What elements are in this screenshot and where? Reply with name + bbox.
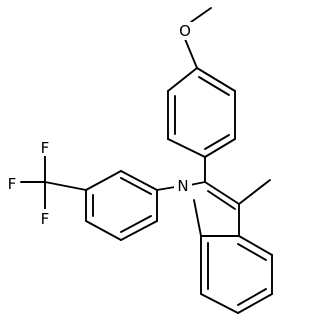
oxygen-label-bg [176, 22, 194, 40]
bond-c2-c3-inner [207, 190, 236, 210]
fluorine-top-label-bg [37, 138, 53, 156]
atom-labels: O N F F F [4, 22, 194, 228]
fluorine-top-atom-label: F [41, 139, 50, 157]
bond-cf3phenyl-5 [120, 220, 158, 241]
bond-anisyl-1 [196, 67, 236, 92]
fluorine-left-atom-label: F [8, 175, 17, 193]
bond-cf3phenyl-1 [120, 170, 158, 191]
bond-cf3phenyl-1-inner [120, 177, 152, 195]
bond-benzo-3 [237, 293, 273, 314]
fluorine-bottom-label-bg [37, 209, 53, 227]
nitrogen-atom-label: N [177, 177, 188, 195]
chemical-structure: O N F F F [4, 7, 273, 314]
fluorine-bottom-atom-label: F [41, 210, 50, 228]
bond-c2-c3 [204, 181, 240, 205]
oxygen-atom-label: O [179, 22, 191, 40]
bond-cf3phenyl-4 [85, 220, 122, 241]
bond-benzo-1 [238, 235, 273, 256]
bond-cf3phenyl-5-inner [120, 215, 152, 233]
bond-anisyl-1-inner [198, 76, 230, 96]
bond-group [20, 7, 273, 314]
bond-benzo-1-inner [237, 243, 267, 261]
bond-o-aryl [184, 38, 198, 69]
bond-benzo-3-inner [237, 288, 267, 306]
bond-anisyl-6 [167, 67, 198, 92]
nitrogen-label-bg [174, 176, 192, 194]
bond-anisyl-4 [167, 138, 206, 158]
bond-c3-methyl [238, 179, 271, 205]
bond-anisyl-3 [204, 138, 236, 158]
fluorine-left-label-bg [4, 174, 20, 192]
bond-aryl-cf3 [44, 181, 87, 191]
bond-benzo-4 [200, 293, 239, 314]
bond-anisyl-3-inner [204, 134, 230, 150]
bond-methyl-o [190, 7, 212, 23]
bond-cf3phenyl-2 [85, 170, 122, 191]
bond-n-c7a [193, 199, 202, 237]
